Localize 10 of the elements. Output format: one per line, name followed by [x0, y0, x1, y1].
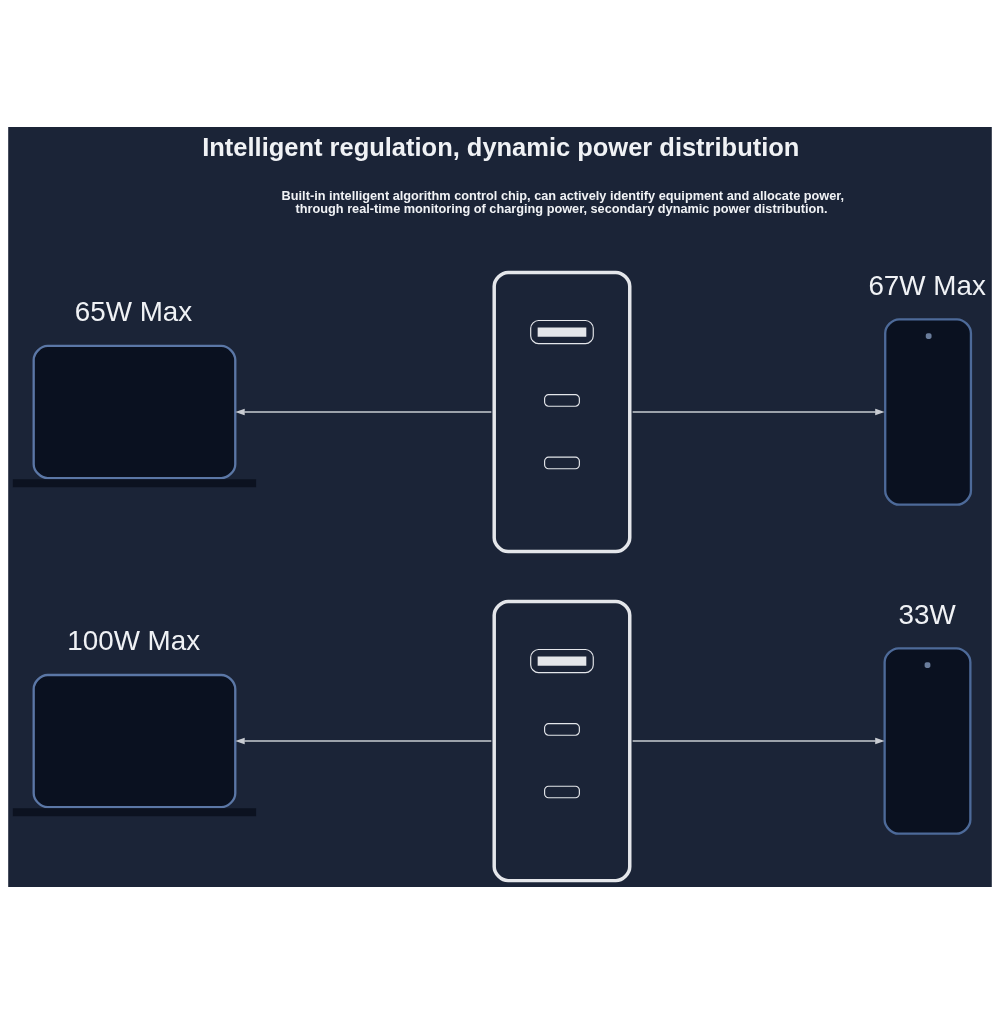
arrow [631, 737, 885, 744]
label: Built-in intelligent algorithm control chip, can actively identify equipment and allocate power, through real-time monitoring of charging power, secondary dynamic power distribution. [281, 187, 845, 215]
node-label: 100W Max [67, 624, 201, 656]
node-label: 67W Max [868, 269, 986, 301]
node-label: 33W [898, 598, 956, 630]
diagram-title: Intelligent regulation, dynamic power distribution [202, 132, 800, 160]
arrow [235, 737, 493, 744]
arrow [631, 408, 885, 415]
arrow [235, 408, 493, 415]
node-label: 65W Max [74, 295, 193, 327]
